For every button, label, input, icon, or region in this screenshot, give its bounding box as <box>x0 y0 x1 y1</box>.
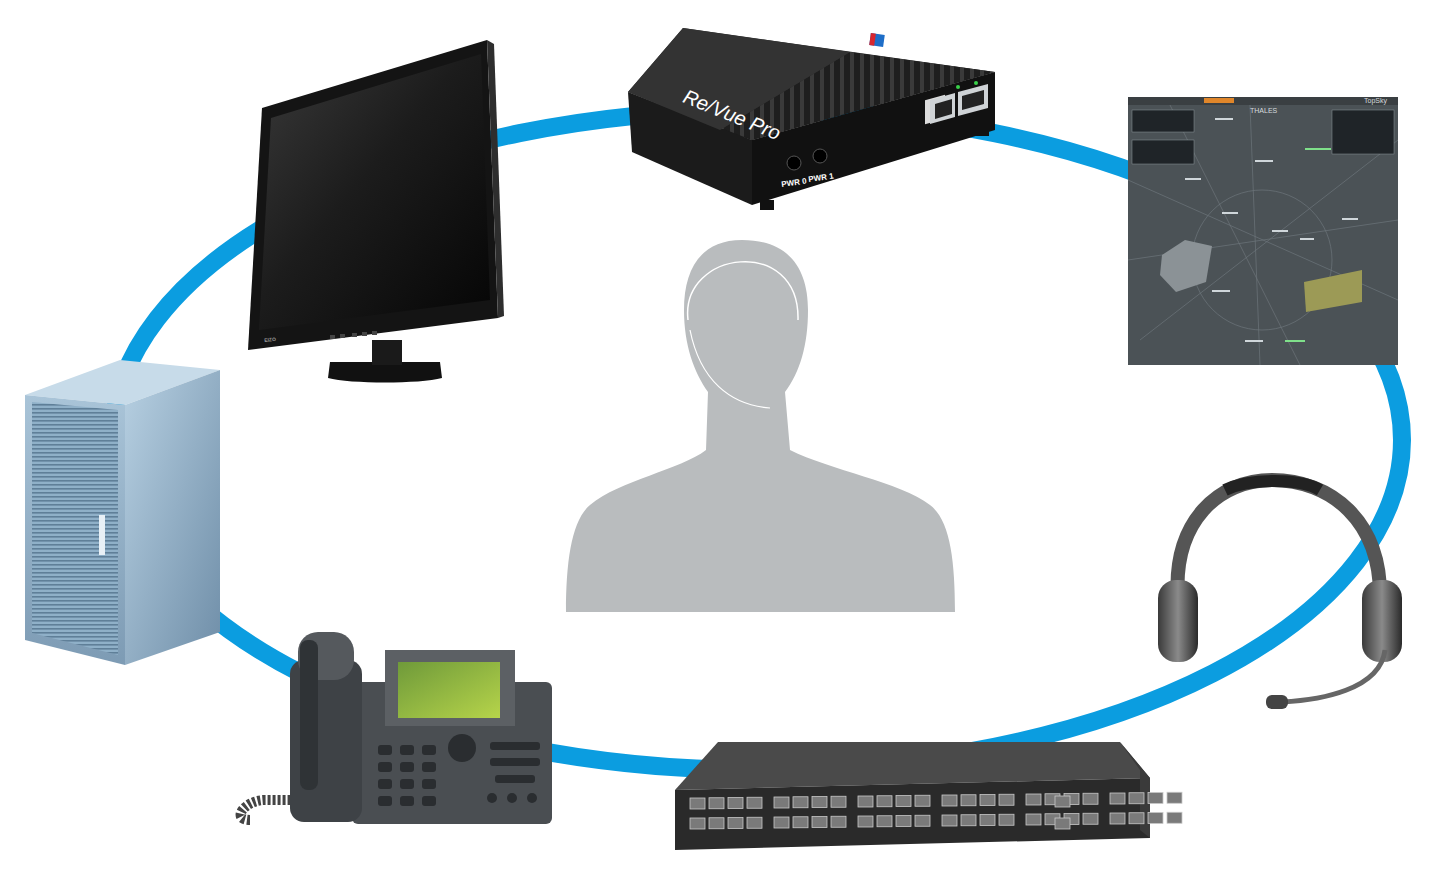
switch-port <box>747 797 762 808</box>
switch-port <box>942 815 957 826</box>
switch-port <box>1110 793 1125 804</box>
brand-logo: EIZO <box>886 34 915 50</box>
monitor-illustration <box>248 40 504 383</box>
switch-port <box>831 816 846 827</box>
radar-display <box>1128 97 1398 365</box>
switch-port <box>961 815 976 826</box>
switch-port <box>1148 793 1163 804</box>
switch-port <box>831 796 846 807</box>
switch-port <box>915 795 930 806</box>
switch-port <box>1110 813 1125 824</box>
switch-port <box>774 817 789 828</box>
switch-port <box>1148 813 1163 824</box>
switch-port <box>1026 814 1041 825</box>
switch-port <box>858 796 873 807</box>
operator-silhouette <box>566 240 955 612</box>
switch-port <box>774 797 789 808</box>
switch-port <box>728 798 743 809</box>
desk-phone <box>241 632 552 824</box>
switch-port <box>728 818 743 829</box>
network-switch <box>675 742 1182 850</box>
switch-port <box>690 798 705 809</box>
screen-product: TopSky <box>1364 97 1387 104</box>
switch-port <box>709 818 724 829</box>
switch-port <box>812 817 827 828</box>
switch-port <box>1129 793 1144 804</box>
switch-port <box>793 817 808 828</box>
switch-port <box>793 797 808 808</box>
switch-port <box>999 794 1014 805</box>
switch-port <box>877 796 892 807</box>
switch-port <box>896 796 911 807</box>
switch-port <box>812 797 827 808</box>
switch-port <box>980 795 995 806</box>
headset-illustration <box>1158 480 1402 709</box>
switch-port <box>877 816 892 827</box>
server-rack <box>25 360 220 665</box>
switch-port <box>961 795 976 806</box>
screen-brand: THALES <box>1250 107 1277 114</box>
switch-port <box>1167 812 1182 823</box>
switch-port <box>690 818 705 829</box>
switch-port <box>747 817 762 828</box>
switch-port <box>1055 796 1070 807</box>
switch-port <box>709 798 724 809</box>
switch-port <box>1026 794 1041 805</box>
switch-port <box>896 816 911 827</box>
port-label: PWR 1 <box>808 172 834 183</box>
switch-port <box>1167 792 1182 803</box>
switch-port <box>858 816 873 827</box>
switch-port <box>942 795 957 806</box>
switch-port <box>1083 793 1098 804</box>
switch-port <box>980 815 995 826</box>
switch-port <box>915 815 930 826</box>
switch-port <box>999 814 1014 825</box>
revue-pro-device <box>628 28 995 210</box>
switch-port <box>1083 813 1098 824</box>
switch-port <box>1055 818 1070 829</box>
switch-port <box>1129 813 1144 824</box>
